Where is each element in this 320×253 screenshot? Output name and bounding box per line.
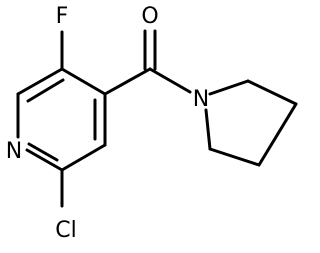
pyridine-nitrogen-label: N [6,139,22,164]
bond-c4-carbonyl [103,67,152,96]
chlorine-atom-label: Cl [55,218,76,243]
oxygen-atom-label: O [141,4,158,29]
bond-c6-c5-inner [26,78,65,103]
bond-c6-c5 [16,67,64,96]
bond-c2-n-inner [27,142,59,162]
bond-c5-c4 [60,67,107,96]
bond-pyrrolidine-c5-n [204,108,212,151]
bond-c2-n [25,148,64,172]
bond-pyrrolidine-c2-c3 [246,79,298,106]
bond-carbonyl-n [148,67,192,94]
fluorine-atom-label: F [56,4,69,29]
bond-pyrrolidine-n-c2 [208,79,250,96]
pyrrolidine-nitrogen-label: N [193,87,209,112]
chemical-structure: F O N N Cl [6,4,298,243]
bond-pyrrolidine-c3-c4 [257,102,298,167]
bond-pyrrolidine-c4-c5 [208,147,261,167]
bond-c3-c2 [60,143,107,172]
